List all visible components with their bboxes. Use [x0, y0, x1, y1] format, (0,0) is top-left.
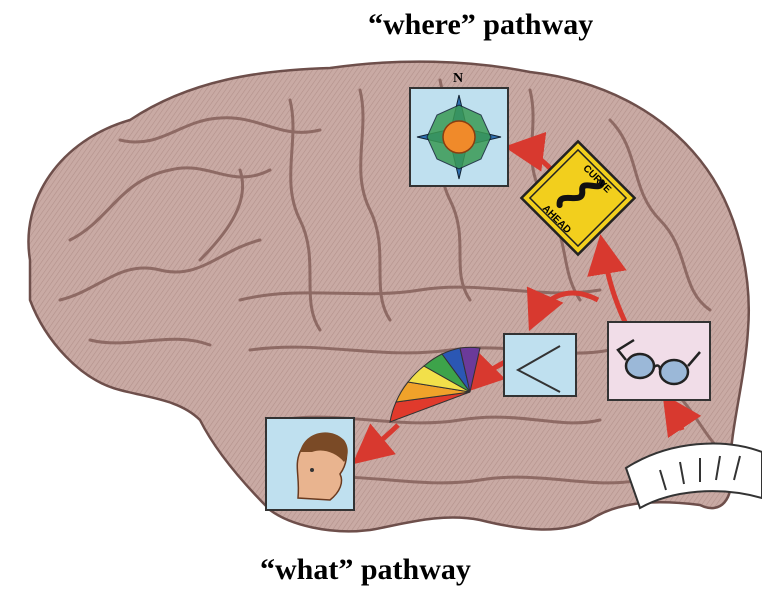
- glasses-panel: [608, 322, 710, 400]
- head-portrait-panel: [266, 418, 354, 510]
- what-pathway-label: “what” pathway: [260, 553, 471, 587]
- angle-panel: [504, 334, 576, 396]
- compass-letter: N: [453, 71, 463, 86]
- compass-panel: N: [410, 71, 508, 186]
